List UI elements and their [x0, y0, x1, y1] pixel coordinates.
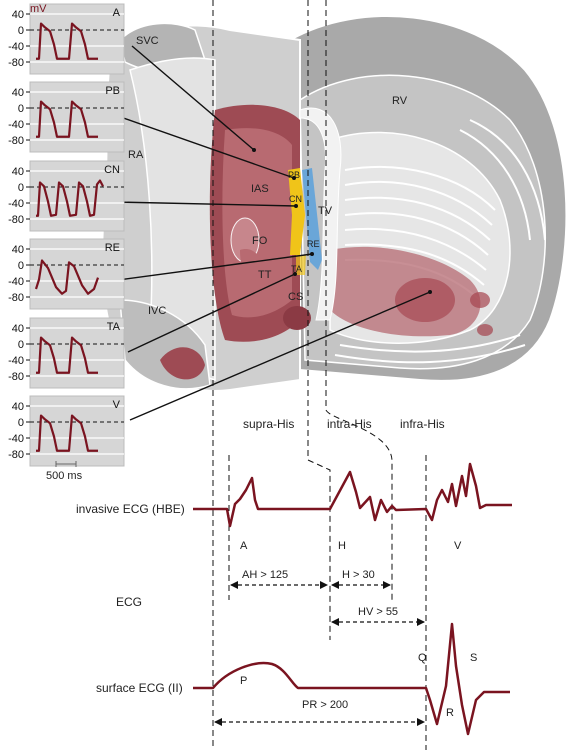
panel-tick-label: -40	[8, 276, 24, 288]
panel-tick-label: -40	[8, 41, 24, 53]
action-potential-trace	[36, 336, 98, 374]
invasive-ecg-label: invasive ECG (HBE)	[76, 502, 185, 516]
tricuspid-valve	[299, 107, 342, 321]
panel-tick-label: -80	[8, 57, 24, 69]
compact-node-yellow	[288, 168, 305, 255]
region-supra-his: supra-His	[243, 417, 294, 431]
label-cs: CS	[288, 291, 303, 303]
invasive-ecg-trace	[193, 462, 512, 528]
label-re: RE	[307, 239, 320, 249]
label-tt: TT	[258, 269, 272, 281]
panel-name: V	[113, 399, 121, 411]
panel-tick-label: -80	[8, 449, 24, 461]
panel-name: A	[113, 7, 121, 19]
panel-tick-label: -80	[8, 371, 24, 383]
region-dividers	[212, 0, 427, 750]
region-infra-his: infra-His	[400, 417, 445, 431]
action-potential-trace	[36, 100, 98, 138]
hv-interval-label: HV > 55	[358, 606, 398, 618]
panel-tick-label: -80	[8, 292, 24, 304]
pr-interval-label: PR > 200	[302, 699, 348, 711]
panel-name: PB	[105, 85, 120, 97]
panel-tick-label: 0	[18, 339, 24, 351]
label-cn: CN	[289, 194, 302, 204]
panel-tick-label: 0	[18, 417, 24, 429]
panel-tick-label: -80	[8, 214, 24, 226]
action-potential-trace	[36, 22, 98, 60]
ecg-section-label: ECG	[116, 595, 142, 609]
wave-a-label: A	[240, 540, 248, 552]
wave-s-label: S	[470, 652, 477, 664]
panel-tick-label: 40	[12, 166, 24, 178]
scale-bar: 500 ms	[46, 461, 83, 482]
label-pb: PB	[288, 170, 300, 180]
panel-name: CN	[104, 164, 120, 176]
label-rv: RV	[392, 95, 408, 107]
surface-ecg-trace	[193, 622, 510, 736]
panel-tick-label: 40	[12, 87, 24, 99]
ah-interval-label: AH > 125	[242, 569, 288, 581]
label-ivc: IVC	[148, 305, 166, 317]
label-svc: SVC	[136, 35, 159, 47]
panel-name: TA	[107, 321, 121, 333]
panel-v: 40 0 -40 -80 V	[8, 395, 125, 467]
panel-tick-label: 0	[18, 182, 24, 194]
panel-tick-label: 40	[12, 9, 24, 21]
wave-h-label: H	[338, 540, 346, 552]
panel-a: 40 0 -40 -80 A	[8, 3, 125, 75]
panel-tick-label: 40	[12, 323, 24, 335]
wave-p-label: P	[240, 675, 247, 687]
action-potential-panels: 400-40-80A400-40-80PB400-40-80CN400-40-8…	[8, 3, 125, 467]
wave-r-label: R	[446, 707, 454, 719]
action-potential-trace	[36, 179, 104, 217]
panel-tick-label: 0	[18, 260, 24, 272]
panel-tick-label: -40	[8, 433, 24, 445]
label-ta: TA	[291, 264, 302, 274]
action-potential-trace	[34, 259, 100, 295]
panel-tick-label: -40	[8, 119, 24, 131]
panel-name: RE	[105, 242, 120, 254]
panel-ta: 40 0 -40 -80 TA	[8, 317, 125, 389]
action-potential-trace	[36, 414, 98, 452]
region-intra-his: intra-His	[327, 417, 372, 431]
label-fo: FO	[252, 235, 268, 247]
panel-tick-label: 40	[12, 401, 24, 413]
panel-tick-label: -40	[8, 198, 24, 210]
label-tv: TV	[318, 205, 333, 217]
wave-v-label: V	[454, 540, 462, 552]
panel-tick-label: -40	[8, 355, 24, 367]
scale-bar-label: 500 ms	[46, 470, 83, 482]
panel-tick-label: 0	[18, 25, 24, 37]
wave-q-label: Q	[418, 652, 427, 664]
heart-illustration	[101, 15, 568, 392]
label-ias: IAS	[251, 183, 269, 195]
his-bundle-blue	[302, 168, 322, 270]
panel-cn: 40 0 -40 -80 CN	[8, 160, 125, 232]
panel-tick-label: 0	[18, 103, 24, 115]
panel-re: 40 0 -40 -80 RE	[8, 238, 125, 310]
panel-tick-label: -80	[8, 135, 24, 147]
panel-pb: 40 0 -40 -80 PB	[8, 81, 125, 153]
panel-unit-label: mV	[30, 3, 47, 15]
panel-tick-label: 40	[12, 244, 24, 256]
leader-lines	[111, 45, 431, 421]
surface-ecg-label: surface ECG (II)	[96, 681, 183, 695]
label-ra: RA	[128, 149, 144, 161]
h-interval-label: H > 30	[342, 569, 375, 581]
